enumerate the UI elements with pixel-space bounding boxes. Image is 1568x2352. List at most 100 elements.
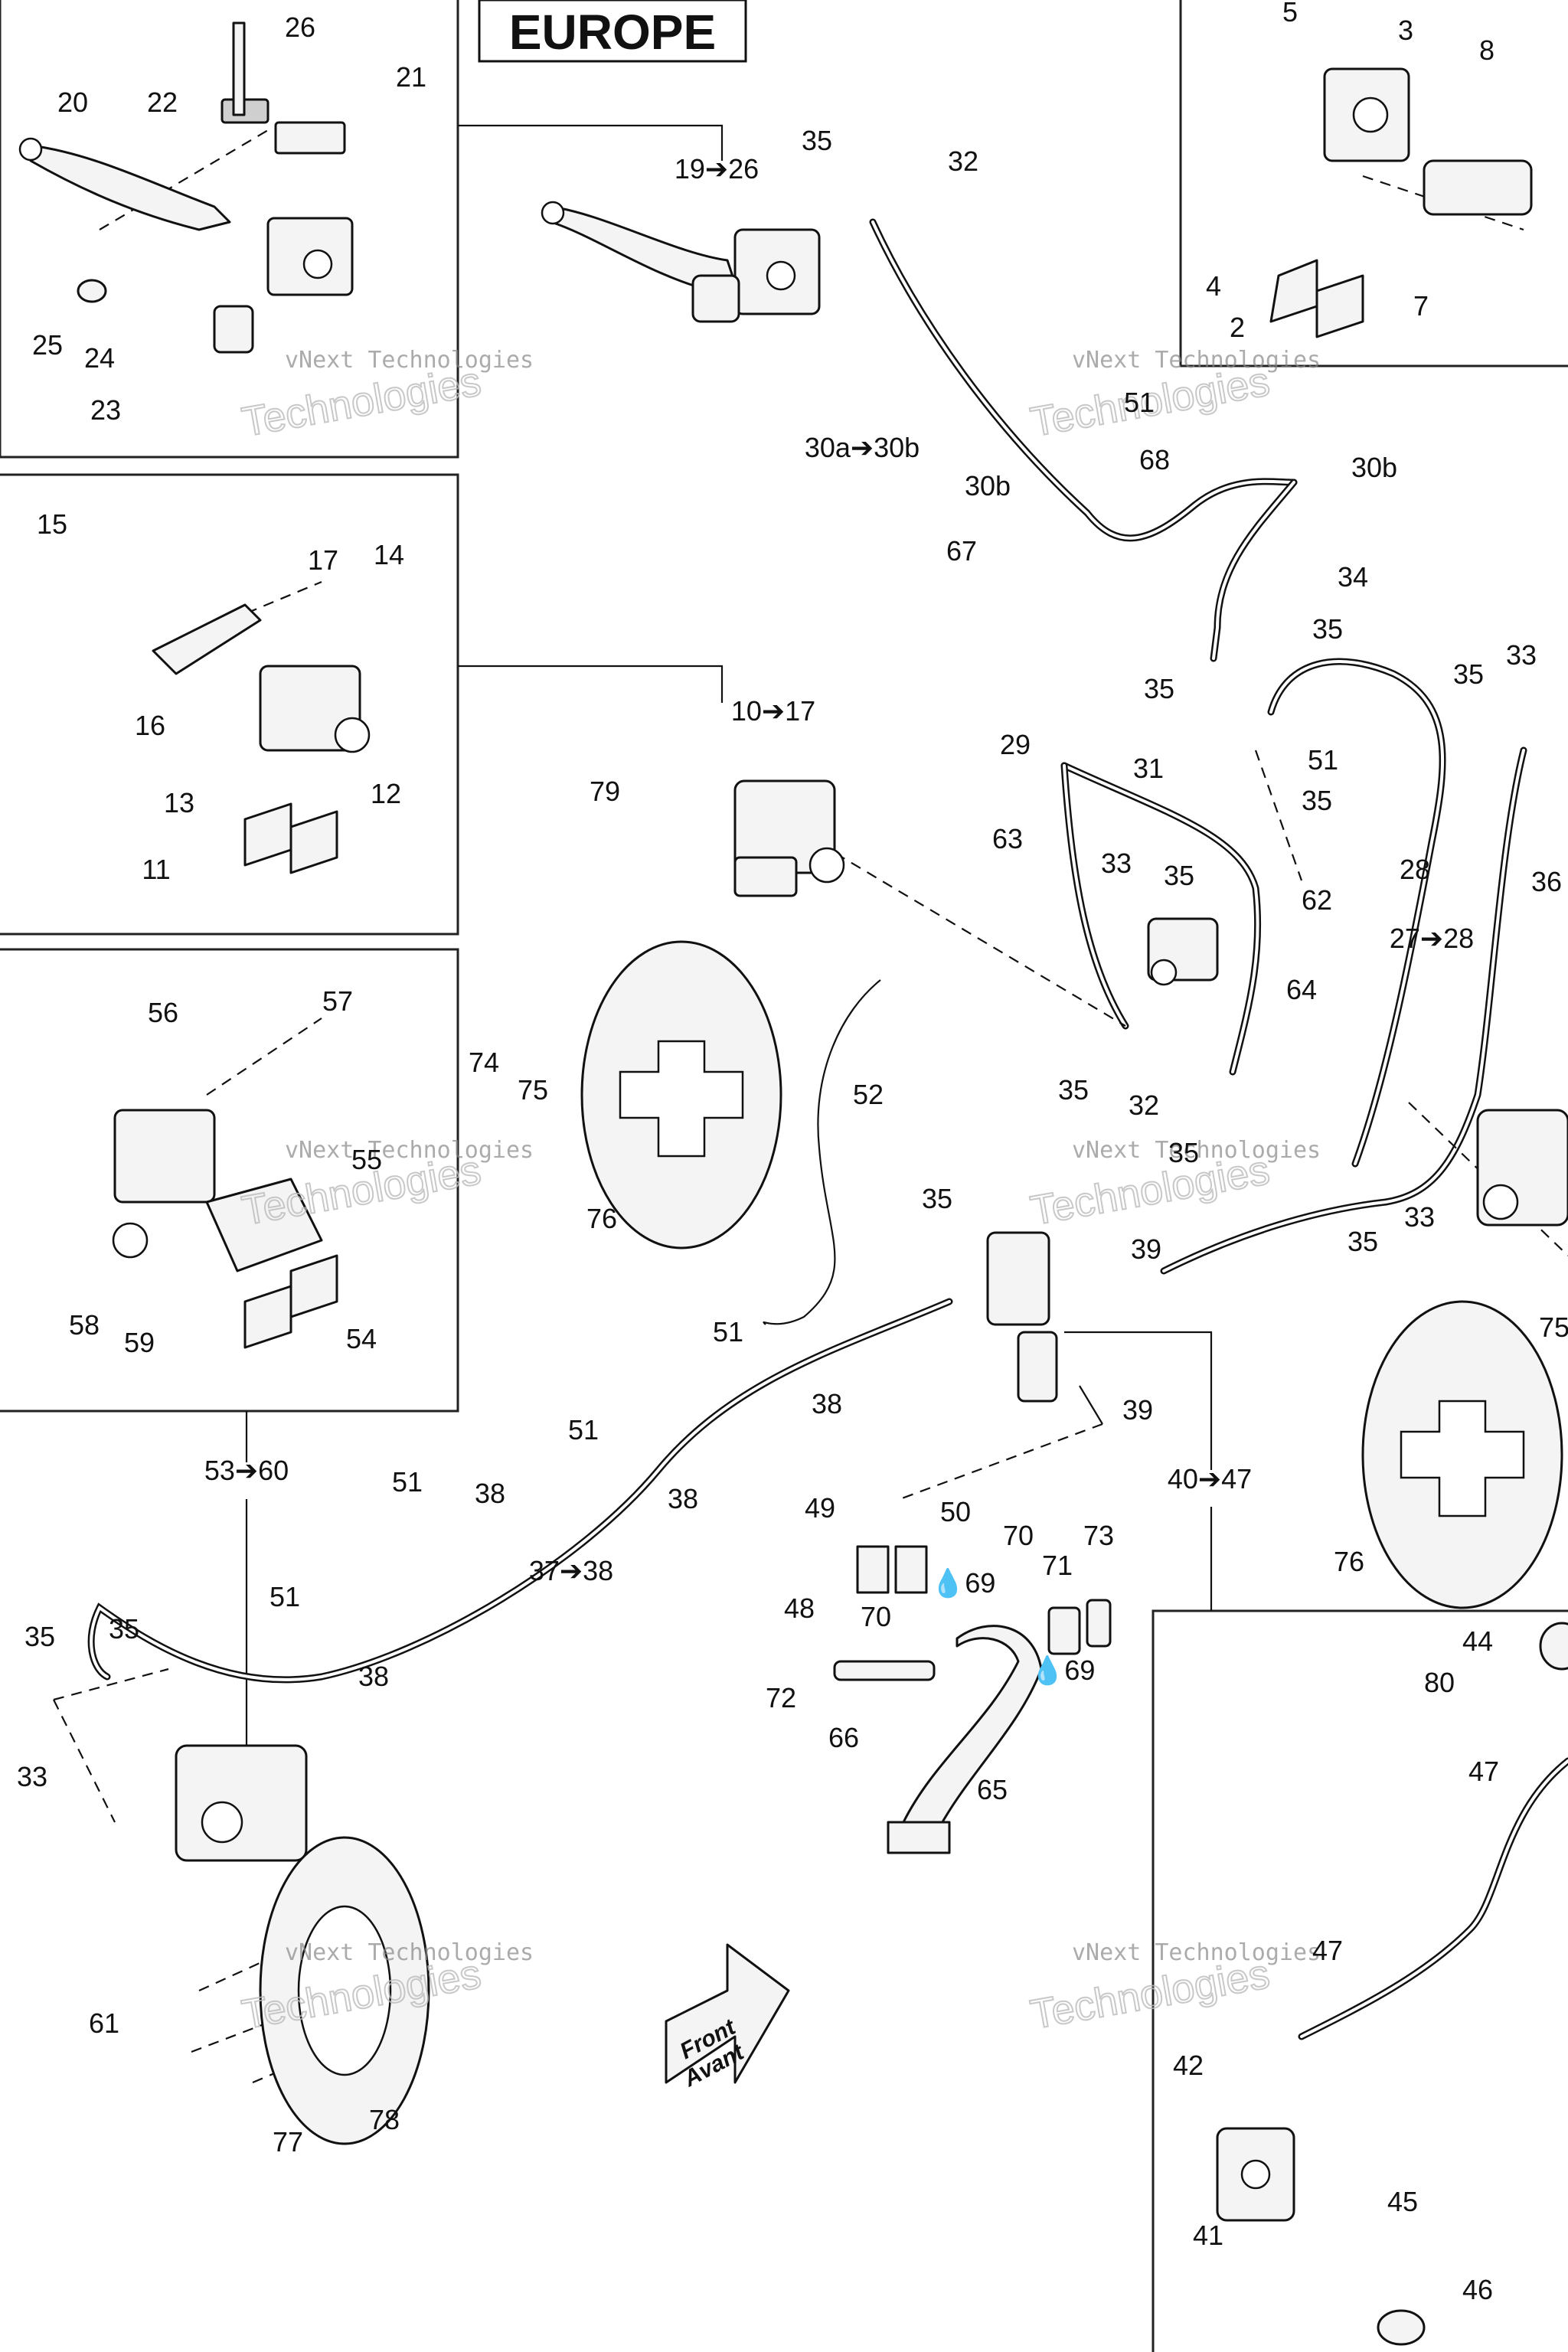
brake-pedal [833,1545,1112,1854]
callout-c25: 25 [32,329,63,361]
callout-c24: 24 [84,342,115,374]
callout-c75b: 75 [1539,1312,1568,1343]
callout-c42: 42 [1173,2050,1204,2081]
callout-c71: 71 [1042,1550,1073,1581]
callout-c75a: 75 [518,1074,548,1106]
rear-caliper-bottom [175,1744,308,1862]
connector-19-26 [458,124,724,161]
callout-c35i: 35 [922,1183,952,1214]
region-title: EUROPE [478,0,747,63]
callout-c35f: 35 [1164,860,1194,891]
callout-c73: 73 [1083,1520,1114,1551]
master-cylinder-center [541,201,821,323]
front-caliper-left [152,603,371,874]
panel-front-caliper-right [1179,0,1568,368]
callout-c38a: 38 [812,1388,842,1419]
callout-c47b: 47 [1312,1935,1343,1966]
callout-c35b: 35 [1312,613,1343,645]
callout-c31: 31 [1133,753,1164,784]
callout-c38d: 38 [358,1661,389,1692]
callout-c53_60: 53➔60 [204,1455,289,1486]
callout-c58: 58 [69,1309,100,1341]
rear-master-cylinder [1216,1622,1568,2346]
callout-c15: 15 [37,508,67,540]
panel-front-caliper-left [0,473,459,936]
callout-c40_47: 40➔47 [1168,1463,1252,1494]
panel-connectors [245,124,1213,1761]
watermark-text: vNext Technologies [1072,1137,1321,1164]
distribution-block [986,1231,1103,1425]
callout-c76b: 76 [1334,1546,1364,1577]
callout-c37_38: 37➔38 [529,1555,613,1586]
callout-c35a: 35 [802,125,832,156]
callout-c7: 7 [1413,290,1429,322]
panel-rear-caliper [0,948,459,1413]
watermark-text: vNext Technologies [1072,347,1321,374]
callout-c30a_30b: 30a➔30b [805,432,920,463]
watermark-text: vNext Technologies [285,347,534,374]
panel-pedal-master [1152,1609,1568,2352]
valve-62 [1147,917,1219,986]
wire-52 [763,979,881,1325]
callout-c3: 3 [1398,15,1413,46]
watermark-text: vNext Technologies [1072,1939,1321,1966]
callout-c16: 16 [135,710,165,741]
callout-c56: 56 [148,997,178,1028]
callout-c52: 52 [853,1079,884,1110]
callout-c35d: 35 [1453,658,1484,690]
callout-c11: 11 [142,854,170,885]
callout-c69b: 💧69 [1031,1655,1096,1686]
master-cylinder-left [18,21,354,354]
callout-c51a: 51 [1124,387,1155,418]
callout-c27_28: 27➔28 [1390,923,1474,954]
rear-caliper-panel [112,1109,338,1349]
callout-c35c: 35 [1144,673,1174,704]
callout-c30b_l: 30b [965,470,1011,501]
callout-c57: 57 [322,985,353,1017]
direction-arrow: Front Avant [665,1943,790,2092]
callout-c19_26: 19➔26 [675,153,759,185]
callout-c49: 49 [805,1492,835,1524]
callout-c35l: 35 [109,1613,139,1645]
front-caliper-right-mid [1476,1109,1568,1227]
callout-c17: 17 [308,544,338,576]
callout-c80: 80 [1424,1667,1455,1698]
callout-c33b: 33 [1101,848,1132,879]
callout-c35h: 35 [1168,1137,1199,1168]
watermark-text: vNext Technologies [285,1137,534,1164]
callout-c33d: 33 [17,1761,47,1792]
callout-c44: 44 [1462,1625,1493,1657]
callout-c78: 78 [369,2104,400,2135]
callout-c30b_r: 30b [1351,452,1397,483]
callout-c68: 68 [1139,444,1170,475]
callout-c70a: 70 [1003,1520,1034,1551]
callout-c29: 29 [1000,729,1031,760]
watermark-text: vNext Technologies [285,1939,534,1966]
brake-discs [259,940,1563,2145]
callout-c10_17: 10➔17 [731,695,815,727]
callout-c59: 59 [124,1327,155,1358]
callout-c39b: 39 [1122,1394,1153,1426]
callout-c32a: 32 [948,145,978,177]
hose-37 [87,1298,953,1684]
callout-c55: 55 [351,1144,382,1175]
callout-c66: 66 [828,1722,859,1753]
callout-c21: 21 [396,61,426,93]
region-title-text: EUROPE [509,5,716,60]
callout-c4: 4 [1206,270,1221,302]
callout-c38b: 38 [475,1478,505,1509]
callout-c28: 28 [1400,854,1430,885]
title-box [478,0,747,63]
callout-c35g: 35 [1058,1074,1089,1106]
callout-c32b: 32 [1129,1089,1159,1121]
callout-c13: 13 [164,787,194,818]
callout-c35e: 35 [1302,785,1332,816]
hose-30b [1210,479,1298,662]
front-caliper-top-right [1269,67,1533,338]
callout-c12: 12 [371,778,401,809]
hose-29b [1060,762,1129,1030]
callout-c51b: 51 [1308,744,1338,776]
